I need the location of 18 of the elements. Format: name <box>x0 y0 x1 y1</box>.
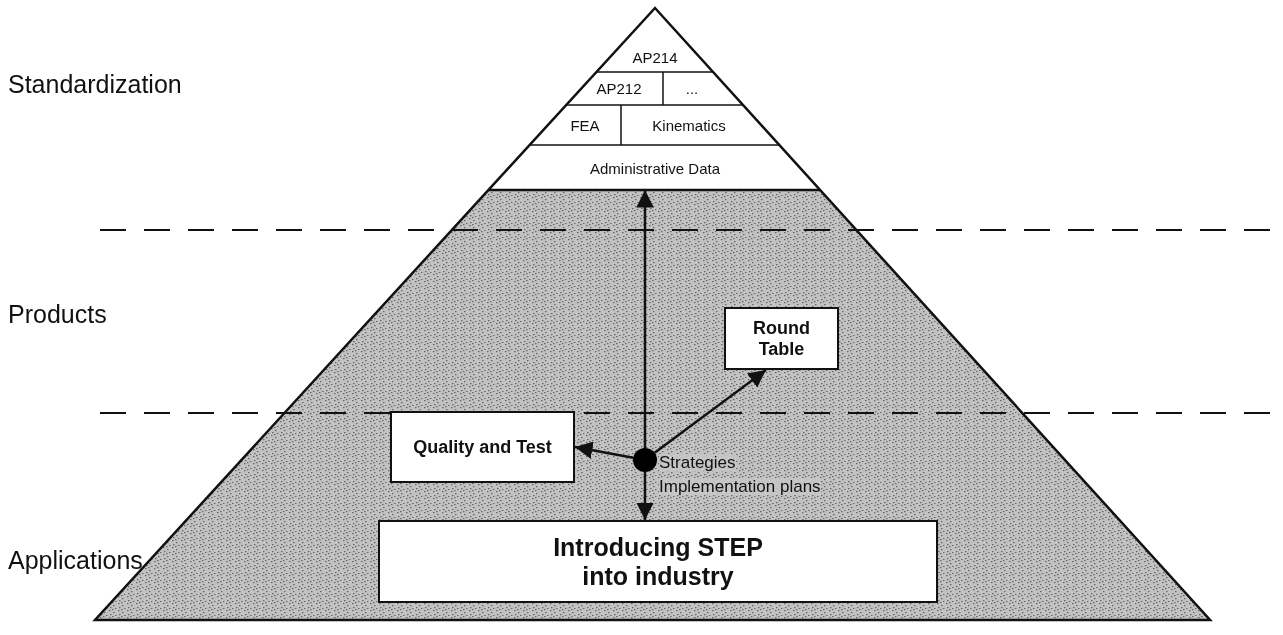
process-box: Quality and Test <box>390 411 575 483</box>
arrow <box>636 190 654 448</box>
process-box: Introducing STEP into industry <box>378 520 938 603</box>
annotation-text: Implementation plans <box>659 478 821 495</box>
layer-label: Products <box>8 300 107 329</box>
pyramid-cell: AP212 <box>578 76 660 101</box>
arrow <box>574 441 634 460</box>
arrow <box>653 369 767 454</box>
annotation-text: Strategies <box>659 454 736 471</box>
pyramid-cell: ... <box>667 76 717 101</box>
pyramid-cell: AP214 <box>615 45 695 69</box>
pyramid-cell: Kinematics <box>624 109 754 141</box>
pyramid-cell: FEA <box>552 109 618 141</box>
process-box: Round Table <box>724 307 839 370</box>
pyramid-cell: Administrative Data <box>520 150 790 186</box>
layer-label: Applications <box>8 546 143 575</box>
layer-label: Standardization <box>8 70 182 99</box>
arrow <box>636 472 654 520</box>
